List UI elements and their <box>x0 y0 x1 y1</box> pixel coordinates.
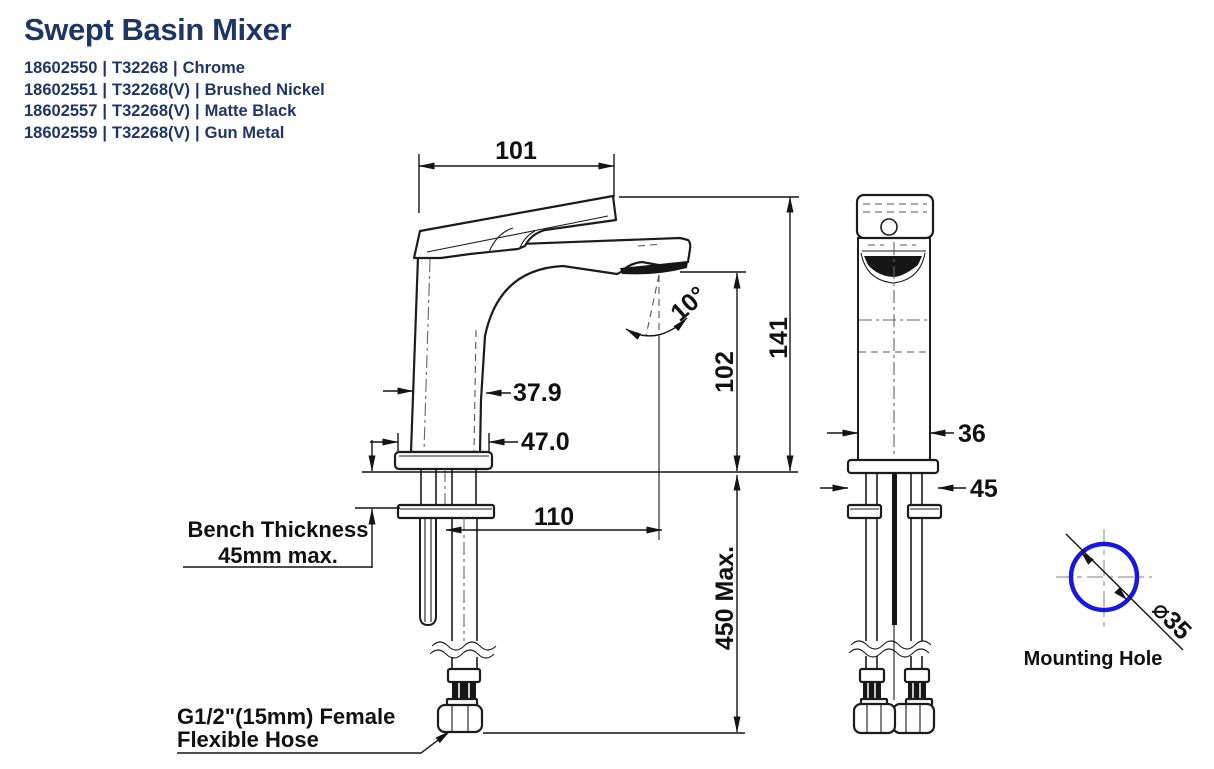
separator: | <box>195 102 200 120</box>
under-bench-side <box>846 473 943 735</box>
separator: | <box>102 123 108 142</box>
variant-code: 18602550 <box>24 59 98 77</box>
variant-model: T32268(V) <box>112 102 191 120</box>
dim-spout-angle: 10° <box>665 281 712 327</box>
mounting-hole-detail: ⌀35 Mounting Hole <box>1024 529 1197 670</box>
aerator <box>620 261 688 275</box>
handle-lever <box>412 194 618 260</box>
flexible-hose <box>451 518 478 641</box>
base-flange-side <box>846 458 940 475</box>
separator: | <box>195 80 200 99</box>
base-flange <box>393 450 494 471</box>
bench-note-line2: 45mm max. <box>218 543 338 568</box>
variant-code: 18602559 <box>24 123 98 142</box>
hex-nut-side <box>852 702 897 735</box>
variant-model: T32268(V) <box>112 80 191 99</box>
faucet-side-body <box>846 193 940 475</box>
variant-model: T32268(V) <box>112 123 191 142</box>
variant-row: 18602559|T32268(V)|Gun Metal <box>24 123 325 145</box>
side-dimensions: 36 45 <box>820 420 998 503</box>
mounting-hole-circle <box>1068 541 1140 613</box>
separator: | <box>173 59 178 77</box>
variant-row: 18602557|T32268(V)|Matte Black <box>24 101 325 123</box>
page-title: Swept Basin Mixer <box>24 12 292 47</box>
mounting-washer <box>396 503 496 520</box>
threaded-stud-side <box>892 473 897 625</box>
variant-model: T32268 <box>112 59 169 77</box>
separator: | <box>102 102 108 120</box>
separator: | <box>102 80 108 99</box>
dim-hose-drop: 450 Max. <box>711 546 739 650</box>
variant-finish: Chrome <box>182 59 245 77</box>
dim-body-depth: 36 <box>958 420 986 448</box>
dim-base-width: 47.0 <box>521 428 570 456</box>
faucet-front-body <box>393 194 692 471</box>
under-bench-front <box>396 469 497 734</box>
front-view: 101 141 102 450 Max. 10° <box>177 137 799 754</box>
variant-finish: Matte Black <box>204 102 297 120</box>
handle-pin <box>880 218 898 236</box>
spout-outlet-front <box>864 256 922 277</box>
dim-base-depth: 45 <box>970 475 998 503</box>
bench-thickness-note: Bench Thickness 45mm max. <box>183 440 798 568</box>
dim-body-width-upper: 37.9 <box>513 379 562 407</box>
bench-note-line1: Bench Thickness <box>188 517 369 542</box>
separator: | <box>195 123 200 142</box>
hex-nut-side <box>891 702 936 735</box>
variant-finish: Gun Metal <box>204 123 285 142</box>
hose-note: G1/2"(15mm) Female Flexible Hose <box>177 704 451 754</box>
threaded-stud <box>419 517 437 627</box>
variant-code: 18602557 <box>24 102 98 120</box>
side-view: 36 45 <box>820 193 998 735</box>
hose-crimp <box>452 682 476 701</box>
dim-handle-length: 101 <box>495 137 537 165</box>
dim-hole-diameter: ⌀35 <box>1147 595 1197 645</box>
hose-note-line1: G1/2"(15mm) Female <box>177 704 395 729</box>
dim-overall-height: 141 <box>765 317 793 359</box>
hose-note-line2: Flexible Hose <box>177 727 319 752</box>
mounting-hole-label: Mounting Hole <box>1024 648 1163 670</box>
dim-outlet-height: 102 <box>711 351 739 393</box>
product-header: Swept Basin Mixer 18602550|T32268|Chrome… <box>24 12 325 144</box>
variant-row: 18602551|T32268(V)|Brushed Nickel <box>24 80 325 102</box>
hex-nut <box>436 703 484 734</box>
dim-spout-reach: 110 <box>534 503 574 531</box>
variant-code: 18602551 <box>24 80 98 99</box>
variant-finish: Brushed Nickel <box>204 80 325 99</box>
variant-row: 18602550|T32268|Chrome <box>24 58 325 80</box>
separator: | <box>102 59 108 77</box>
